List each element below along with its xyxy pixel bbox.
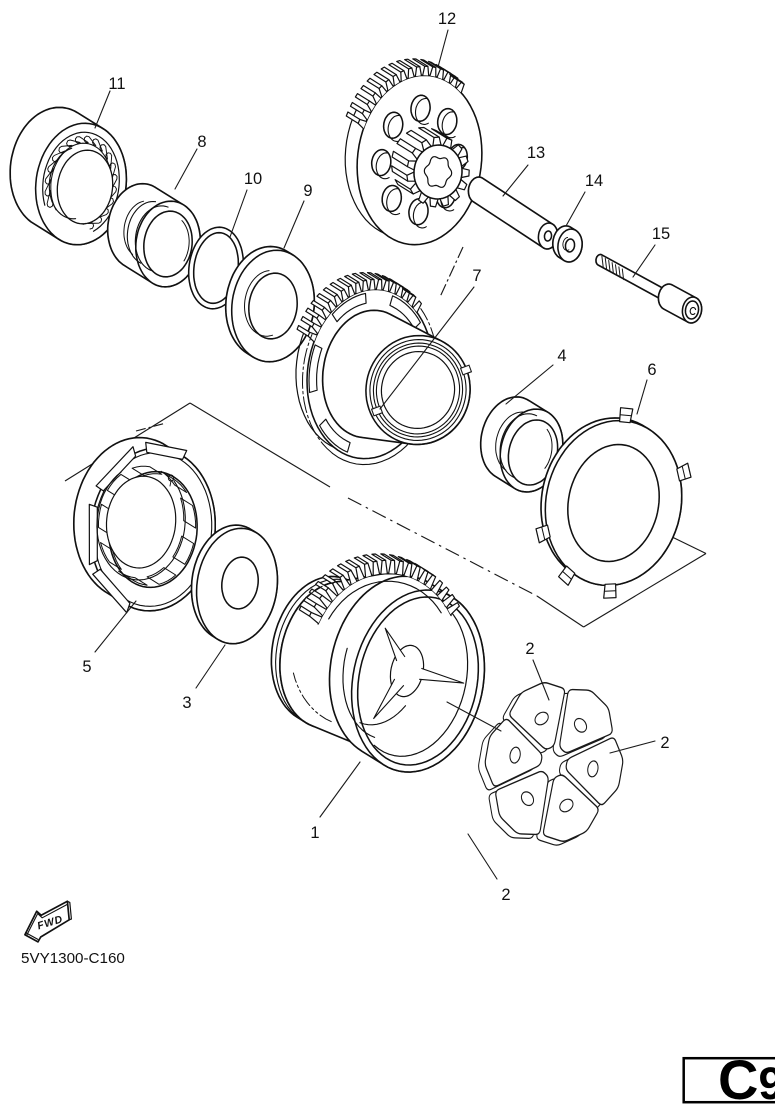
svg-text:12: 12 <box>438 10 456 28</box>
svg-text:14: 14 <box>585 172 603 190</box>
svg-text:2: 2 <box>525 640 534 658</box>
svg-text:C9: C9 <box>718 1048 775 1111</box>
svg-text:4: 4 <box>557 347 566 365</box>
svg-text:11: 11 <box>108 75 125 93</box>
svg-text:15: 15 <box>652 225 670 243</box>
svg-text:8: 8 <box>197 133 206 151</box>
svg-text:7: 7 <box>472 267 481 285</box>
svg-text:5VY1300-C160: 5VY1300-C160 <box>21 950 125 967</box>
svg-text:13: 13 <box>527 144 545 162</box>
svg-text:3: 3 <box>182 694 191 712</box>
svg-text:2: 2 <box>660 734 669 752</box>
svg-text:2: 2 <box>501 886 510 904</box>
svg-text:9: 9 <box>303 182 312 200</box>
svg-text:10: 10 <box>244 170 262 188</box>
svg-text:5: 5 <box>82 658 91 676</box>
svg-text:1: 1 <box>310 824 319 842</box>
svg-text:6: 6 <box>647 361 656 379</box>
